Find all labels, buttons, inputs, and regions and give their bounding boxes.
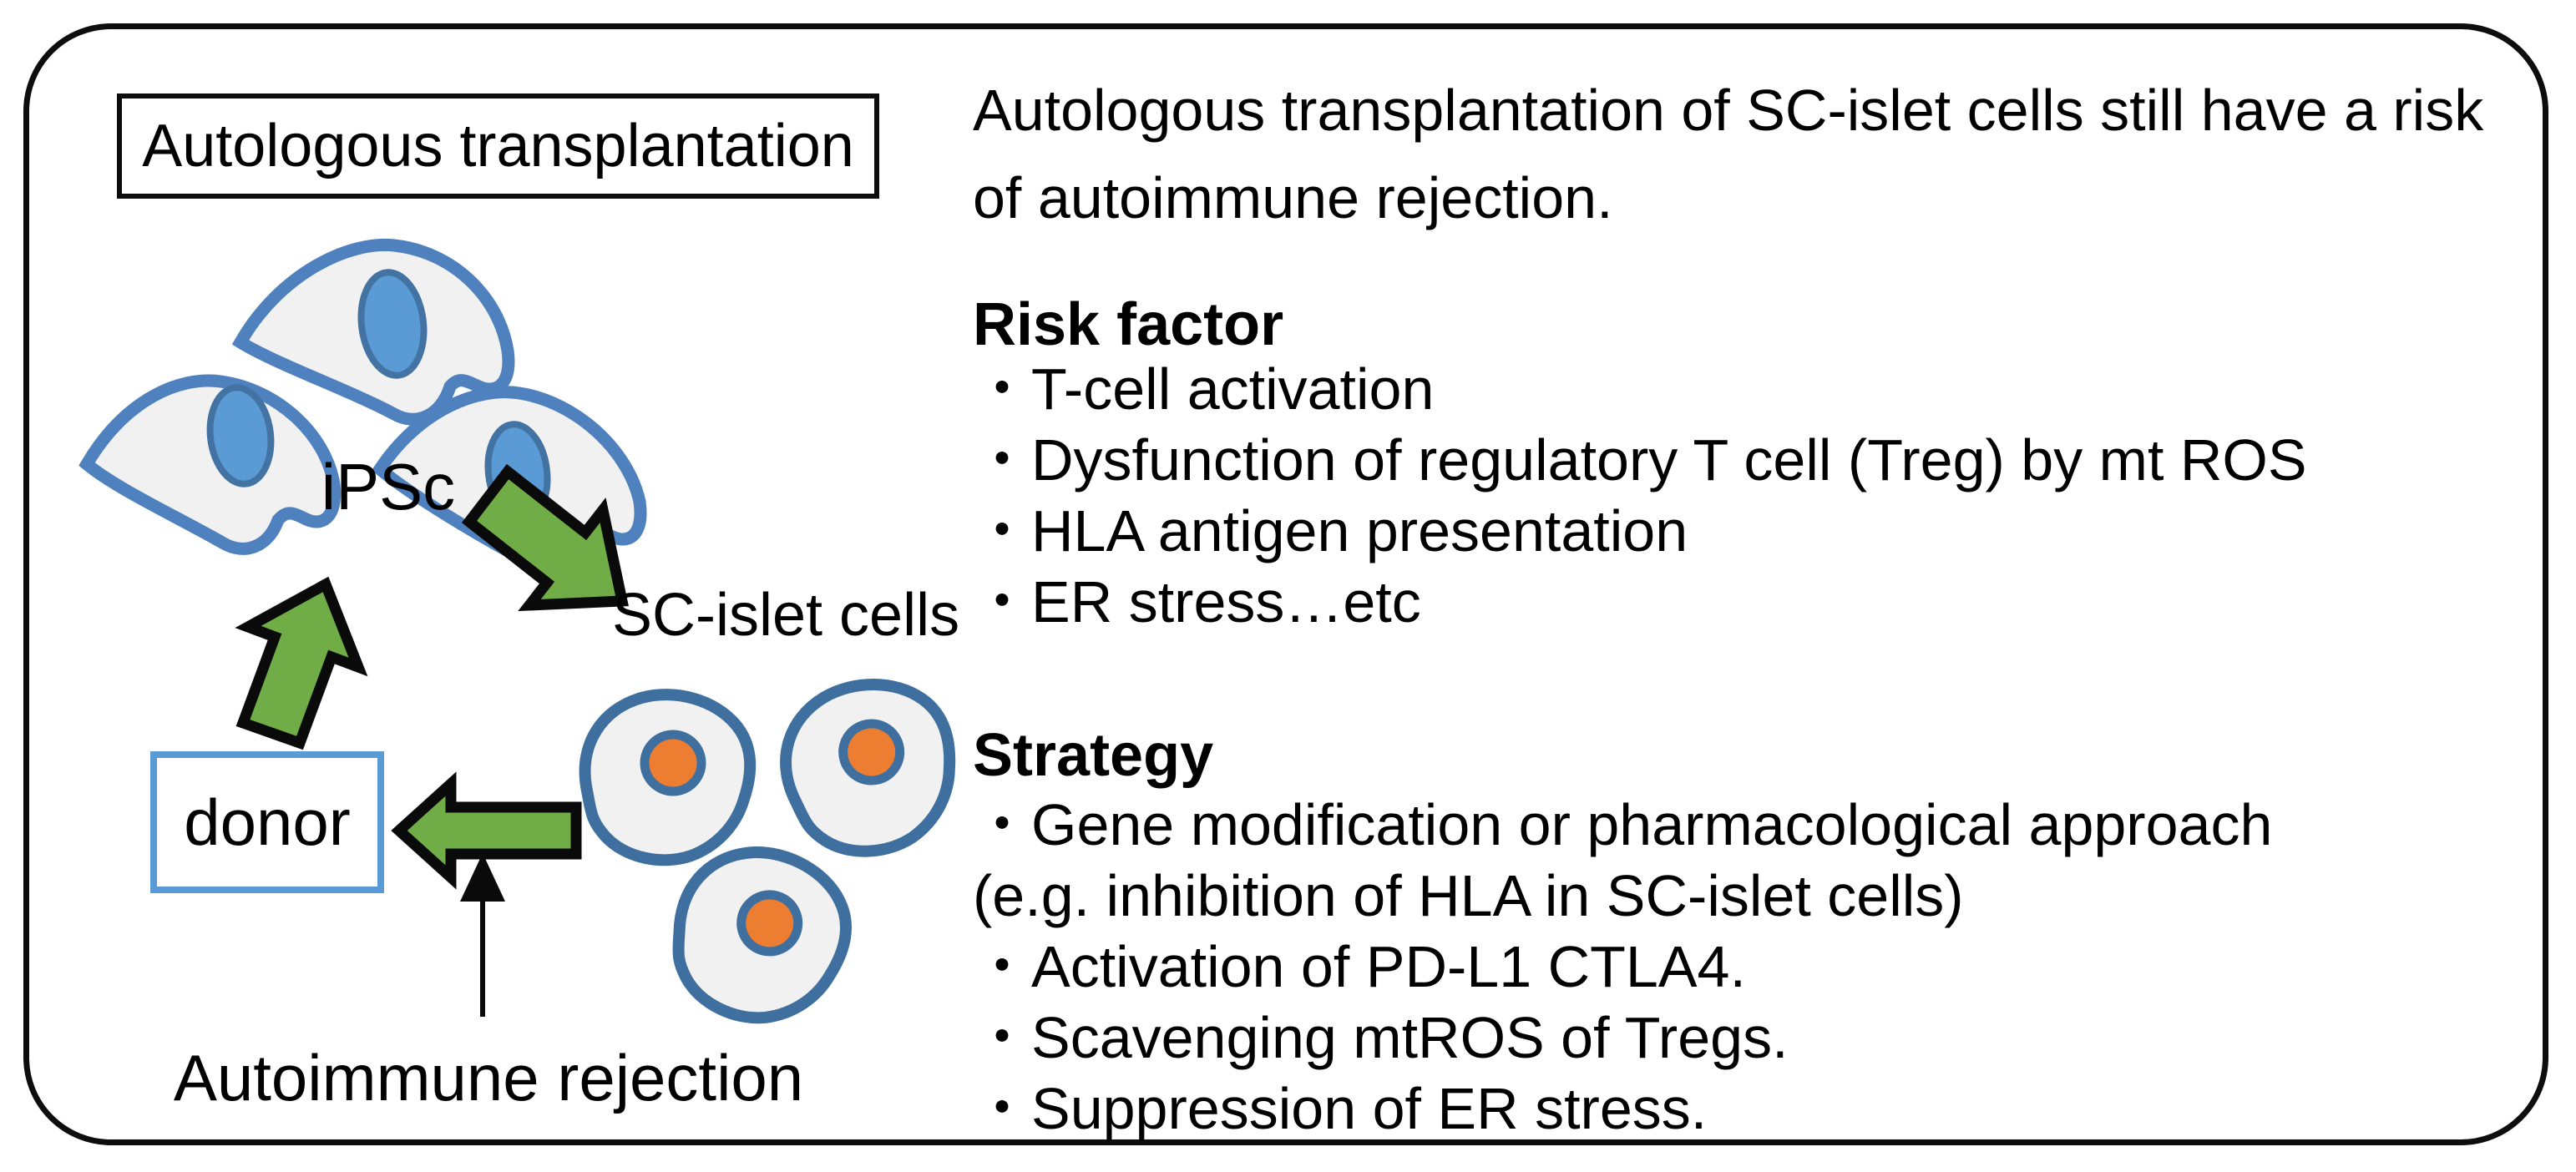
list-item: ・HLA antigen presentation: [973, 496, 2307, 567]
ipsc-nucleus-icon: [357, 269, 428, 379]
autologous-transplantation-box: Autologous transplantation: [117, 93, 879, 199]
list-item: ・T-cell activation: [973, 354, 2307, 425]
autoimmune-rejection-label: Autoimmune rejection: [173, 1041, 804, 1114]
ipsc-nucleus-icon: [206, 384, 275, 487]
risk-factor-list: ・T-cell activation ・Dysfunction of regul…: [973, 354, 2307, 638]
bullet-dot: ・: [973, 427, 1031, 493]
intro-paragraph: Autologous transplantation of SC-islet c…: [973, 78, 2484, 230]
arrow-islet-to-donor-icon: [391, 771, 582, 890]
list-item: (e.g. inhibition of HLA in SC-islet cell…: [973, 861, 2272, 932]
list-item-text: HLA antigen presentation: [1031, 498, 1688, 563]
list-item-text: ER stress…etc: [1031, 569, 1421, 634]
risk-factor-heading: Risk factor: [973, 291, 1284, 358]
islet-nucleus-icon: [838, 719, 905, 786]
list-item-text: T-cell activation: [1031, 356, 1435, 422]
bullet-dot: ・: [973, 934, 1031, 999]
autoimmune-pointer-arrowhead-icon: [460, 853, 505, 902]
bullet-dot: ・: [973, 356, 1031, 422]
autologous-transplantation-label: Autologous transplantation: [142, 113, 854, 179]
islet-nucleus-icon: [640, 730, 706, 796]
strategy-heading: Strategy: [973, 722, 1214, 789]
list-item-text: Activation of PD-L1 CTLA4.: [1031, 934, 1746, 999]
list-item-text: Scavenging mtROS of Tregs.: [1031, 1005, 1789, 1070]
list-item: ・Scavenging mtROS of Tregs.: [973, 1003, 2272, 1073]
figure-outer-border: [23, 23, 2548, 1145]
list-item: ・Dysfunction of regulatory T cell (Treg)…: [973, 425, 2307, 496]
donor-label: donor: [184, 785, 351, 859]
donor-box: donor: [150, 751, 384, 893]
bullet-dot: ・: [973, 1076, 1031, 1141]
arrow-ipsc-to-islet-icon: [461, 463, 629, 612]
list-item: ・ER stress…etc: [973, 567, 2307, 638]
bullet-dot: ・: [973, 498, 1031, 563]
list-item-text: Dysfunction of regulatory T cell (Treg) …: [1031, 427, 2307, 493]
sc-islet-cell-cluster: [585, 666, 971, 1036]
list-item: ・Activation of PD-L1 CTLA4.: [973, 932, 2272, 1003]
arrow-donor-to-ipsc-icon: [235, 576, 368, 750]
ipsc-cell-left: [78, 374, 342, 555]
list-item-text: Gene modification or pharmacological app…: [1031, 792, 2273, 857]
strategy-list: ・Gene modification or pharmacological ap…: [973, 790, 2272, 1144]
list-item: ・Gene modification or pharmacological ap…: [973, 790, 2272, 861]
bullet-dot: ・: [973, 1005, 1031, 1070]
list-item: ・Suppression of ER stress.: [973, 1073, 2272, 1144]
islet-nucleus-icon: [736, 890, 803, 957]
sc-islet-cells-label: SC-islet cells: [612, 582, 960, 649]
ipsc-label: iPSc: [321, 450, 456, 523]
list-item-text: Suppression of ER stress.: [1031, 1076, 1708, 1141]
bullet-dot: ・: [973, 569, 1031, 634]
bullet-dot: ・: [973, 792, 1031, 857]
list-item-text: (e.g. inhibition of HLA in SC-islet cell…: [973, 863, 1964, 928]
